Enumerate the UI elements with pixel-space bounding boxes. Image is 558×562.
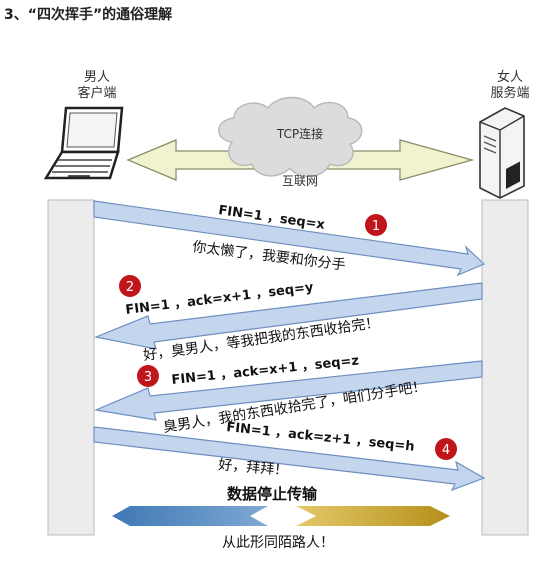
server-label-line2: 服务端: [490, 85, 529, 101]
step-2-number: 2: [126, 280, 134, 295]
step-1-number: 1: [372, 219, 380, 234]
client-label-line1: 男人: [84, 70, 110, 85]
page-heading: 3、“四次挥手”的通俗理解: [4, 7, 173, 23]
laptop-icon: [43, 106, 124, 180]
server-icon: [479, 107, 525, 199]
cloud-label-top: TCP连接: [276, 126, 323, 141]
step-1-arrow: [93, 200, 486, 277]
client-label-line2: 客户端: [77, 85, 116, 101]
step-2-arrow: [93, 282, 483, 350]
step-4-message: 好，拜拜！: [218, 457, 289, 479]
step-3-badge: [137, 365, 159, 387]
step-4-number: 4: [442, 443, 450, 458]
step-3-arrow: [93, 360, 483, 421]
cloud-label-bottom: 互联网: [282, 174, 318, 188]
step-4-arrow: [93, 426, 486, 492]
internet-cloud: [218, 96, 363, 178]
client-timeline: [47, 199, 95, 536]
right-diverging-bar: [296, 506, 450, 526]
step-2-badge: [119, 275, 141, 297]
server-timeline: [481, 199, 529, 536]
server-label-line1: 女人: [497, 69, 523, 85]
step-3-number: 3: [144, 370, 152, 385]
stop-transfer-label: 数据停止传输: [227, 485, 318, 503]
step-4-badge: [435, 438, 457, 460]
left-diverging-bar: [112, 506, 268, 526]
footer-text: 从此形同陌路人！: [222, 535, 334, 551]
step-1-badge: [365, 214, 387, 236]
